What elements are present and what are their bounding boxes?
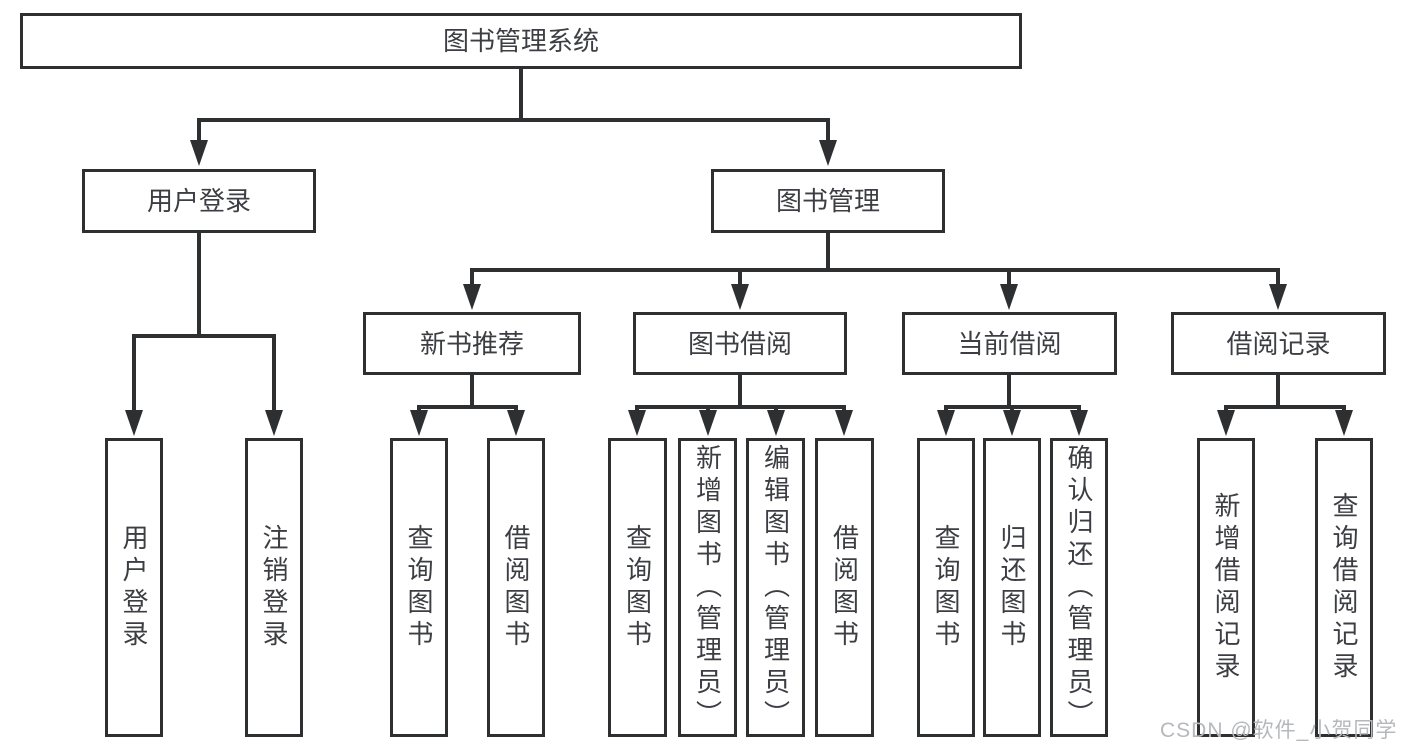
leaf-add-books-admin: 新增图书（管理员） [678,438,737,737]
leaf-label: 编辑图书（管理员） [760,443,791,732]
leaf-label: 借阅图书 [829,523,860,652]
leaf-edit-books-admin: 编辑图书（管理员） [746,438,805,737]
leaf-user-login: 用户登录 [105,438,163,737]
leaf-current-query-books: 查询图书 [917,438,975,737]
leaf-label: 用户登录 [119,523,149,652]
leaf-borrowing-query-books: 查询图书 [608,438,667,737]
leaf-query-borrowing-record: 查询借阅记录 [1315,438,1373,737]
leaf-label: 注销登录 [259,523,289,652]
node-user-login: 用户登录 [82,169,316,233]
leaf-label: 归还图书 [997,523,1027,652]
leaf-label: 查询图书 [931,523,961,652]
node-book-management-system: 图书管理系统 [20,13,1022,69]
leaf-borrowing-borrow-books: 借阅图书 [815,438,874,737]
csdn-watermark: CSDN @软件_小贺同学 [1160,719,1398,742]
node-current-borrowing: 当前借阅 [902,312,1117,375]
leaf-label: 借阅图书 [501,523,531,652]
node-new-book-recommendation: 新书推荐 [363,312,581,375]
leaf-logout: 注销登录 [245,438,303,737]
node-book-borrowing: 图书借阅 [633,312,847,375]
leaf-return-books: 归还图书 [983,438,1041,737]
node-borrowing-records: 借阅记录 [1171,312,1386,375]
leaf-recommend-borrow-books: 借阅图书 [487,438,545,737]
leaf-recommend-query-books: 查询图书 [390,438,448,737]
leaf-confirm-return-admin: 确认归还（管理员） [1050,438,1108,737]
leaf-add-borrowing-record: 新增借阅记录 [1197,438,1255,737]
node-book-management: 图书管理 [711,169,945,233]
leaf-label: 新增借阅记录 [1211,491,1241,684]
leaf-label: 新增图书（管理员） [692,443,723,732]
leaf-label: 查询借阅记录 [1329,491,1359,684]
leaf-label: 查询图书 [404,523,434,652]
leaf-label: 确认归还（管理员） [1064,443,1094,732]
leaf-label: 查询图书 [622,523,653,652]
